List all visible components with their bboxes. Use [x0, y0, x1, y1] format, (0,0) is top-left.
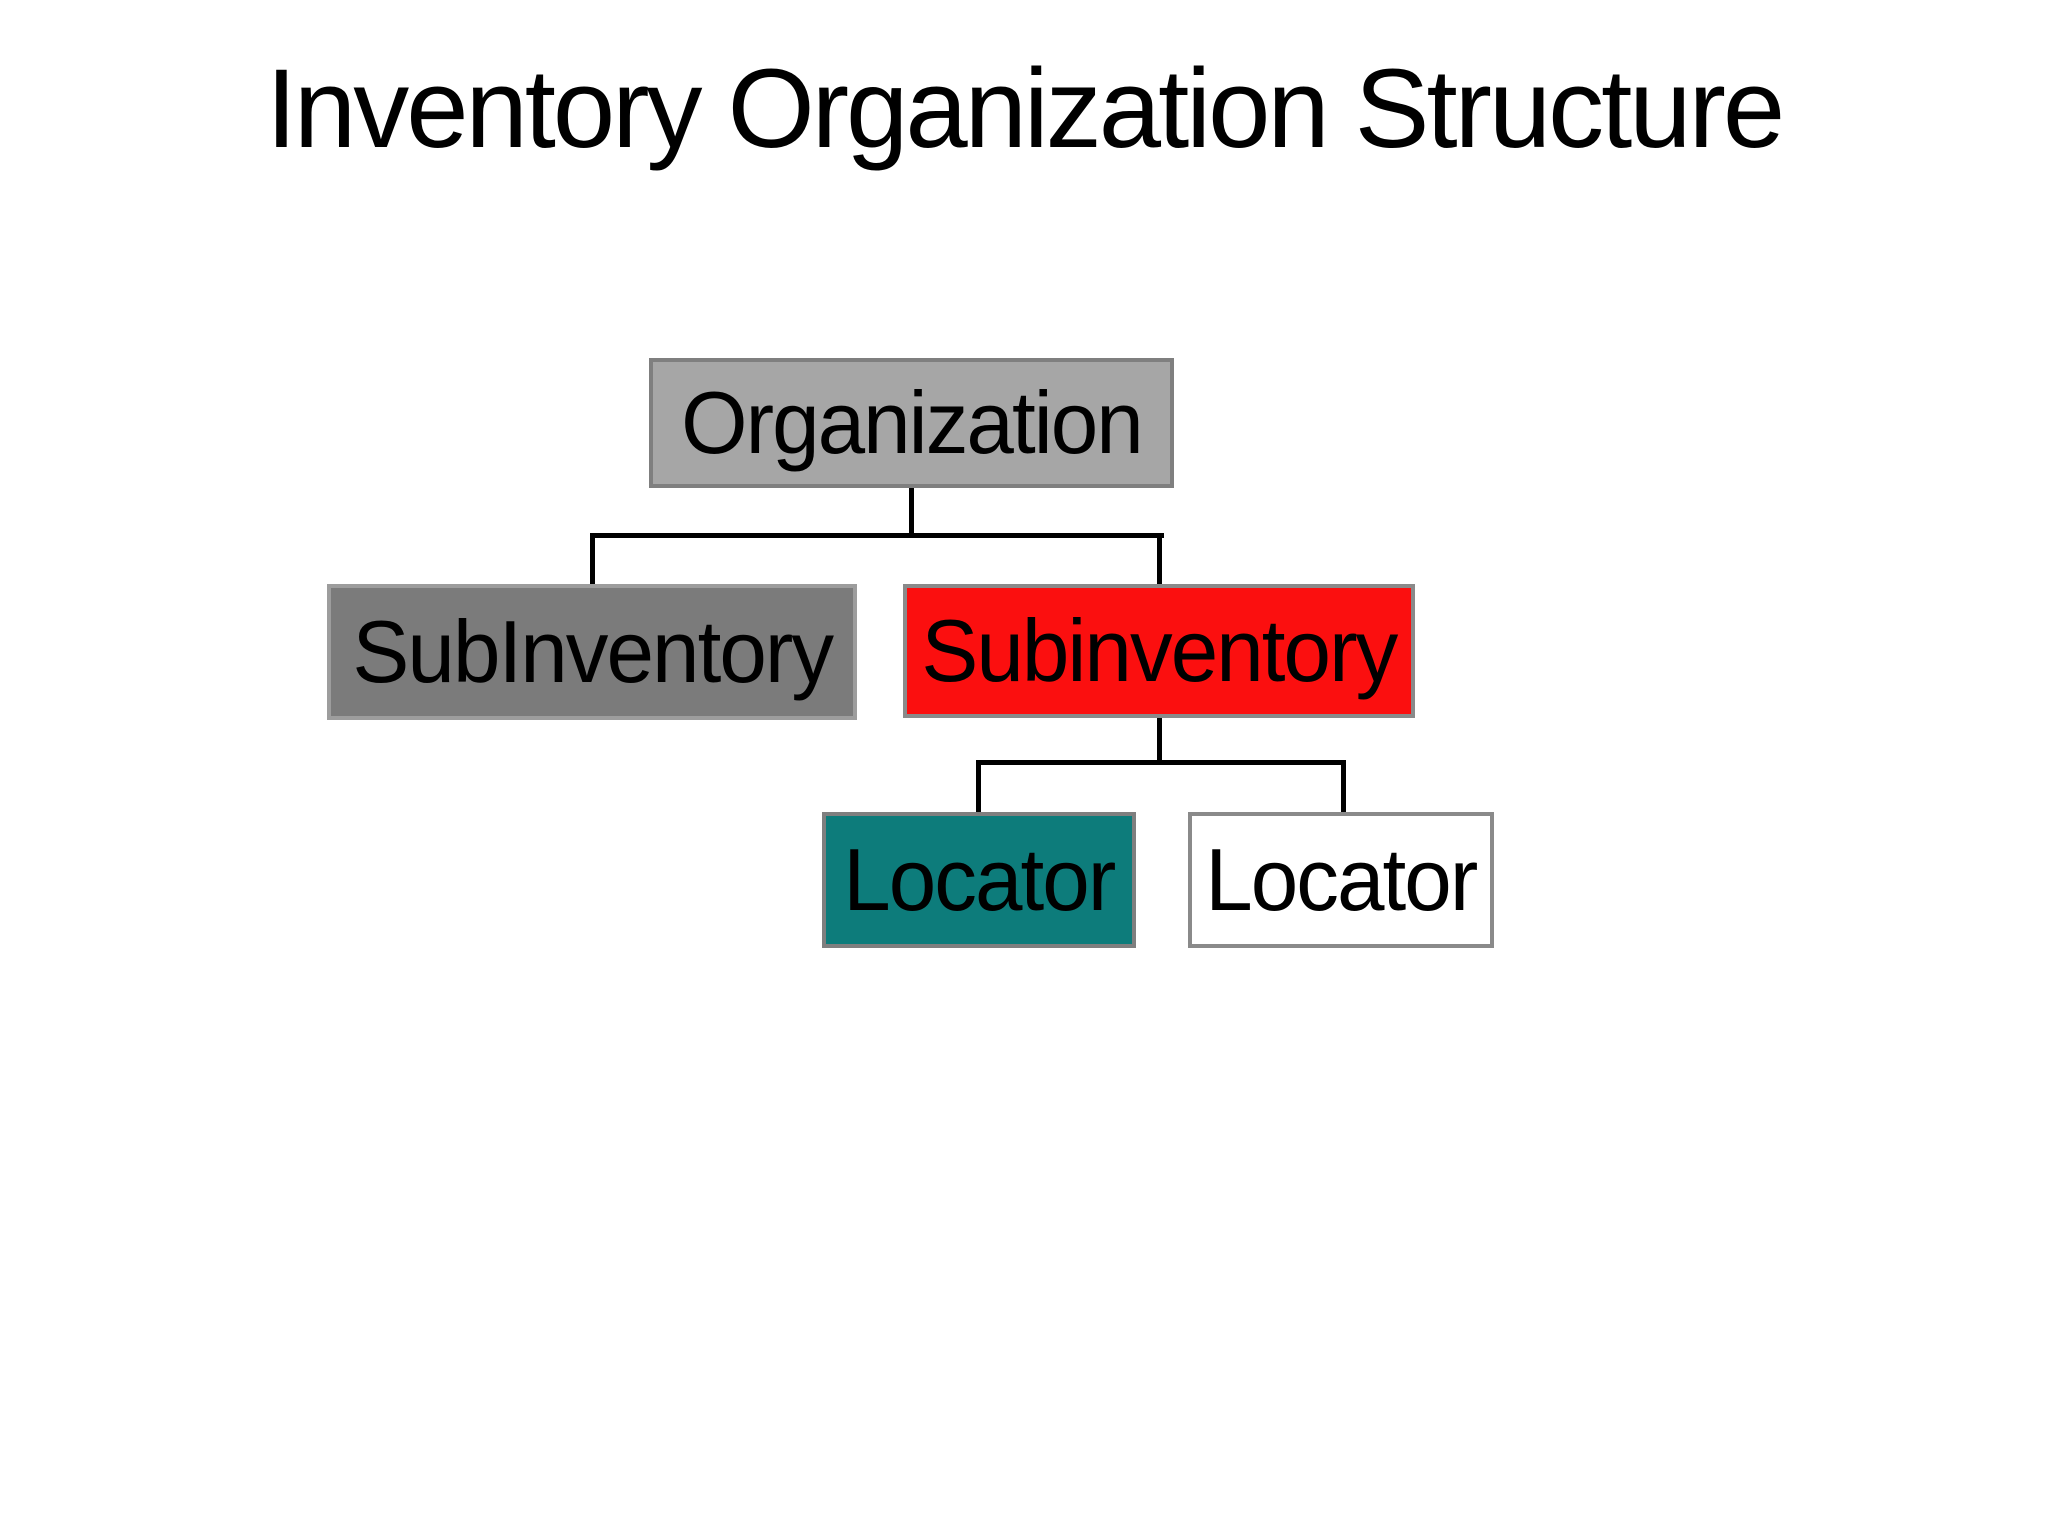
diagram-node-subinventory-right: Subinventory — [903, 584, 1415, 718]
slide-title: Inventory Organization Structure — [265, 46, 1785, 171]
node-label-organization: Organization — [681, 373, 1144, 472]
diagram-node-organization: Organization — [649, 358, 1174, 488]
diagram-node-locator-white: Locator — [1188, 812, 1494, 948]
node-label-subinventory-right: Subinventory — [921, 601, 1399, 700]
connector-to-subinventory-left — [590, 533, 595, 586]
node-label-subinventory-left: SubInventory — [352, 602, 834, 701]
connector-level2-horizontal-bar — [976, 760, 1346, 765]
connector-level1-horizontal-bar — [590, 533, 1164, 538]
diagram-node-subinventory-left: SubInventory — [327, 584, 857, 720]
connector-subinventory-right-down — [1157, 716, 1162, 764]
connector-to-locator-teal — [976, 760, 981, 814]
connector-to-subinventory-right — [1157, 533, 1162, 586]
node-label-locator-teal: Locator — [843, 830, 1116, 929]
node-label-locator-white: Locator — [1205, 830, 1478, 929]
connector-organization-down — [909, 486, 914, 537]
diagram-node-locator-teal: Locator — [822, 812, 1136, 948]
connector-to-locator-white — [1341, 760, 1346, 814]
